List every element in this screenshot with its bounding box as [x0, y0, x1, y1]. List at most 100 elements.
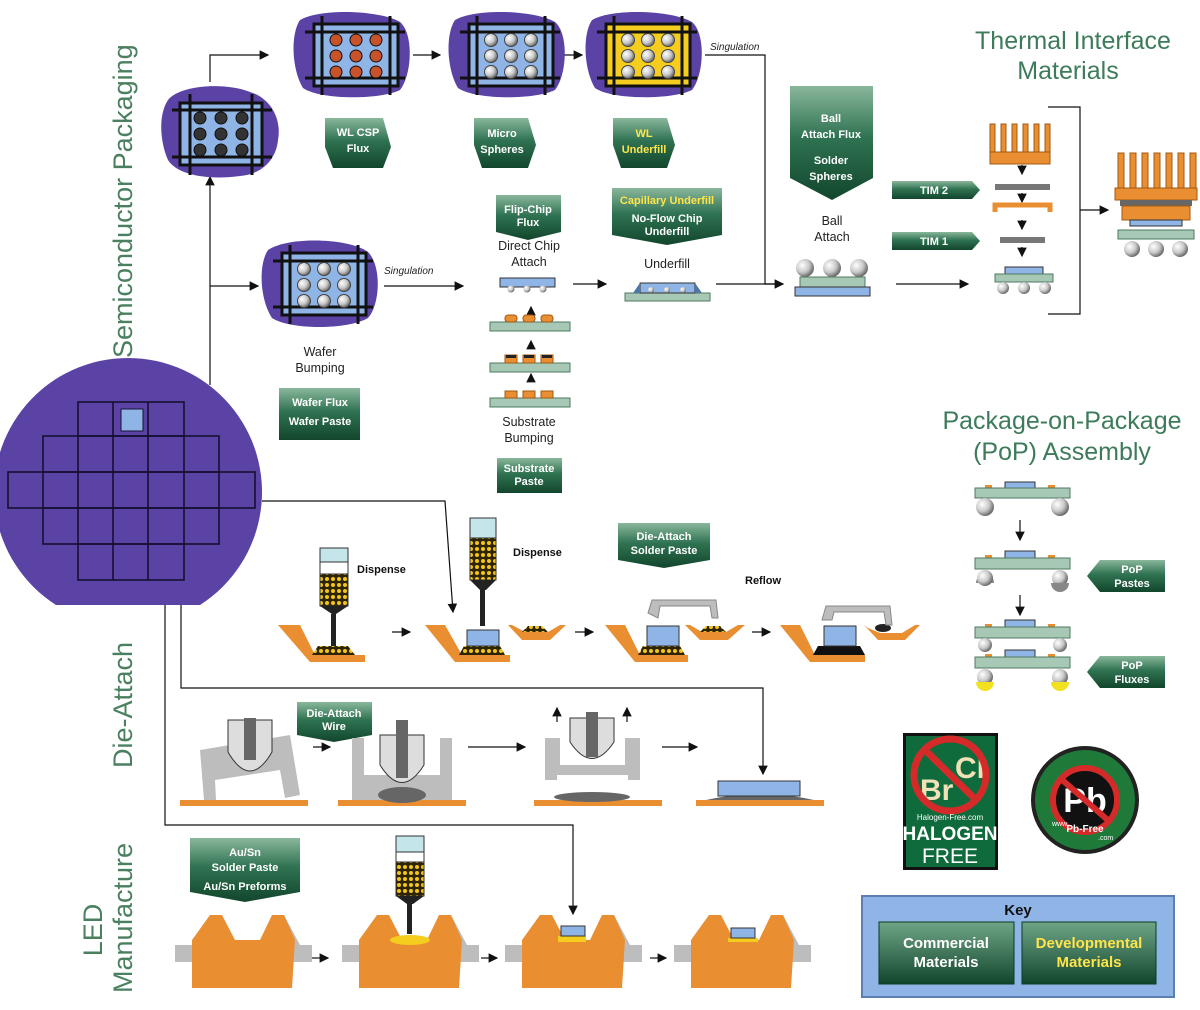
key-title: Key: [1004, 902, 1032, 919]
svg-text:WL CSP: WL CSP: [337, 127, 380, 139]
lid-icon: [992, 202, 1053, 212]
wire-bond-step2-icon: [338, 720, 466, 806]
dispense-step2-icon: [425, 517, 566, 662]
key-commercial-1: Commercial: [903, 935, 989, 952]
direct-chip-label-2: Attach: [511, 255, 546, 269]
chip-wafer-initial-icon: [161, 86, 279, 178]
svg-text:Au/Sn Preforms: Au/Sn Preforms: [203, 881, 286, 893]
svg-text:Au/Sn: Au/Sn: [229, 847, 261, 859]
badge-micro-spheres: Micro Spheres: [474, 118, 536, 168]
badge-wafer-flux-paste: Wafer Flux Wafer Paste: [279, 388, 360, 440]
led-step3-icon: [505, 915, 642, 988]
badge-tim2: TIM 2: [892, 181, 980, 199]
badge-die-attach-wire: Die-Attach Wire: [297, 702, 372, 742]
tim2-layer-icon: [995, 184, 1050, 190]
svg-text:Paste: Paste: [514, 476, 543, 488]
svg-text:FREE: FREE: [922, 845, 978, 868]
svg-text:Underfill: Underfill: [622, 144, 667, 156]
svg-text:Solder Paste: Solder Paste: [631, 545, 698, 557]
wire-bond-final-icon: [696, 780, 824, 806]
svg-text:Pb-Free: Pb-Free: [1066, 824, 1104, 835]
svg-text:Flux: Flux: [347, 143, 370, 155]
svg-text:Substrate: Substrate: [504, 463, 555, 475]
svg-text:Spheres: Spheres: [480, 144, 523, 156]
ball-attach-assembly-icon: [794, 259, 871, 297]
flow-lines: [164, 50, 1110, 963]
svg-text:TIM 1: TIM 1: [920, 236, 948, 248]
pb-free-logo: Pb www. Pb-Free .com: [1031, 746, 1139, 854]
pop-heading-line1: Package-on-Package: [942, 407, 1181, 435]
singulation-label-mid: Singulation: [384, 266, 434, 277]
badge-flip-chip-flux: Flip-Chip Flux: [496, 195, 561, 240]
svg-text:www.: www.: [1051, 821, 1069, 828]
pop-stack-3-icon: [974, 619, 1071, 691]
key-developmental-2: Materials: [1056, 954, 1121, 971]
key-commercial-2: Materials: [913, 954, 978, 971]
underfill-label: Underfill: [644, 257, 690, 271]
badge-ball-attach-flux-solder-spheres: Ball Attach Flux Solder Spheres: [790, 86, 873, 200]
svg-text:Wafer Flux: Wafer Flux: [292, 397, 349, 409]
wafer-bumping-label-2: Bumping: [295, 361, 344, 375]
badge-capillary-no-flow-underfill: Capillary Underfill No-Flow Chip Underfi…: [612, 188, 722, 245]
svg-text:Wire: Wire: [322, 721, 346, 733]
substrate-bumping-label-2: Bumping: [504, 431, 553, 445]
svg-text:Micro: Micro: [487, 128, 517, 140]
section-led-line1: LED: [78, 904, 108, 957]
thermal-heading-line2: Materials: [1017, 57, 1118, 85]
section-semiconductor-packaging: Semiconductor Packaging: [108, 44, 138, 358]
reflow-step-icon: [605, 599, 745, 662]
svg-text:Solder: Solder: [814, 155, 849, 167]
svg-text:Die-Attach: Die-Attach: [306, 708, 361, 720]
tim1-layer-icon: [1000, 237, 1045, 243]
reflow-label: Reflow: [745, 575, 782, 587]
chip-micro-spheres-icon: [448, 11, 565, 98]
svg-text:PoP: PoP: [1121, 660, 1142, 672]
chip-wl-underfill-icon: [585, 11, 702, 98]
svg-text:Fluxes: Fluxes: [1115, 674, 1150, 686]
badge-tim1: TIM 1: [892, 232, 980, 250]
svg-text:Solder Paste: Solder Paste: [212, 862, 279, 874]
svg-text:Capillary Underfill: Capillary Underfill: [620, 195, 714, 207]
section-die-attach: Die-Attach: [108, 642, 138, 768]
section-led-line2: Manufacture: [108, 843, 138, 993]
thermal-final-assembly-icon: [1114, 152, 1198, 257]
svg-text:Attach Flux: Attach Flux: [801, 129, 862, 141]
ball-attach-label-2: Attach: [814, 230, 849, 244]
svg-text:PoP: PoP: [1121, 564, 1142, 576]
wire-bond-step1-icon: [180, 718, 308, 806]
singulation-label-top: Singulation: [710, 42, 760, 53]
pop-stack-2-icon: [974, 550, 1071, 592]
badge-pop-pastes: PoP Pastes: [1087, 560, 1165, 592]
heat-sink-icon: [989, 123, 1051, 165]
dispense-label-1: Dispense: [357, 564, 406, 576]
badge-wl-underfill: WL Underfill: [613, 118, 675, 168]
svg-text:TIM 2: TIM 2: [920, 185, 948, 197]
direct-chip-assembly-icon: [499, 277, 556, 293]
badge-ausn-solder-paste-preforms: Au/Sn Solder Paste Au/Sn Preforms: [190, 838, 300, 902]
pop-stack-1-icon: [974, 481, 1071, 516]
svg-text:Underfill: Underfill: [645, 226, 690, 238]
svg-text:Die-Attach: Die-Attach: [636, 531, 691, 543]
led-step1-icon: [175, 915, 312, 988]
halogen-free-logo: Cl Br Halogen-Free.com HALOGEN FREE: [903, 733, 998, 870]
svg-text:Flip-Chip: Flip-Chip: [504, 204, 552, 216]
ball-attach-label-1: Ball: [822, 214, 843, 228]
legend-key: Key Commercial Materials Developmental M…: [861, 895, 1175, 998]
chip-wafer-bumping-icon: [261, 240, 378, 327]
svg-text:No-Flow Chip: No-Flow Chip: [632, 213, 703, 225]
badge-pop-fluxes: PoP Fluxes: [1087, 656, 1165, 688]
dispense-label-2: Dispense: [513, 547, 562, 559]
key-developmental-1: Developmental: [1036, 935, 1143, 952]
dispense-step1-icon: [278, 547, 365, 662]
led-step4-icon: [674, 915, 811, 988]
svg-text:Halogen-Free.com: Halogen-Free.com: [917, 813, 984, 822]
badge-die-attach-solder-paste: Die-Attach Solder Paste: [618, 523, 710, 568]
svg-text:HALOGEN: HALOGEN: [903, 824, 998, 845]
wire-bond-step3-icon: [534, 706, 662, 806]
chip-wl-csp-icon: [293, 11, 410, 98]
svg-text:.com: .com: [1098, 835, 1113, 842]
direct-chip-label-1: Direct Chip: [498, 239, 560, 253]
pop-heading-line2: (PoP) Assembly: [973, 438, 1151, 466]
